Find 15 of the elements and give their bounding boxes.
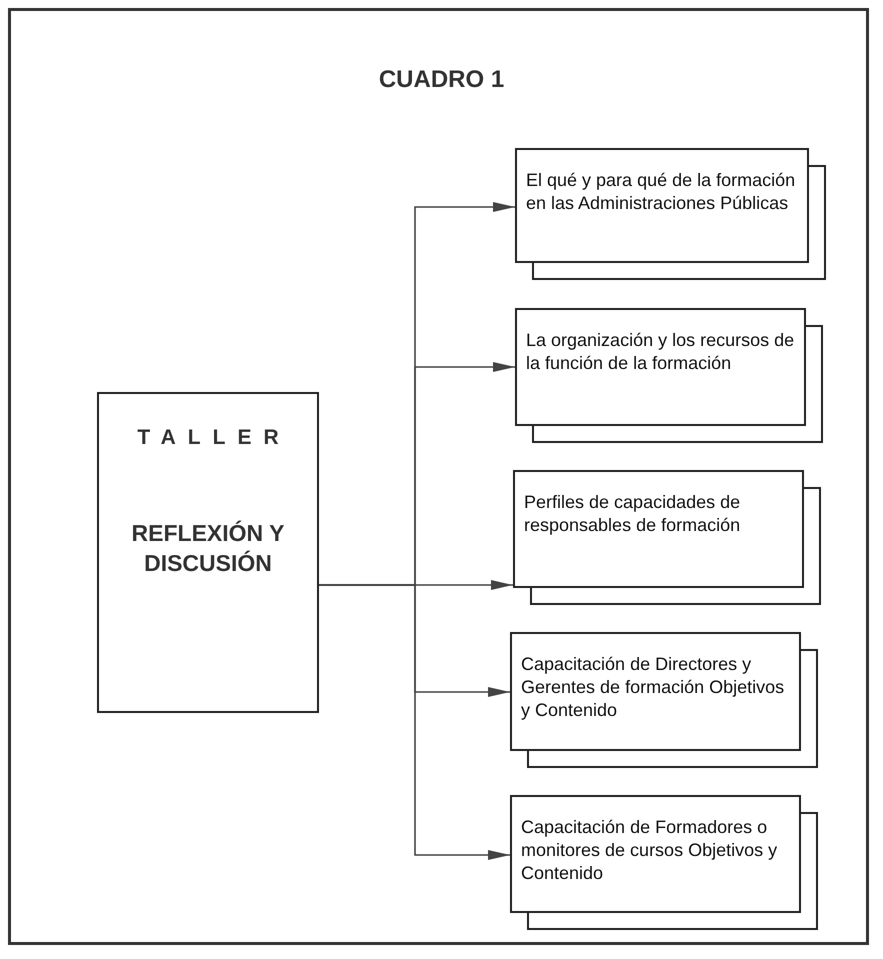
topic-text: Perfiles de capacidades de responsables de formación	[524, 491, 742, 537]
topic-box	[515, 148, 809, 263]
topic-text: La organización y los recursos de la función de la formación	[526, 329, 796, 375]
topic-text: Capacitación de Formadores o monitores de cursos Objetivos y Contenido	[521, 816, 778, 885]
topic-box	[510, 632, 801, 751]
box-subtitle: REFLEXIÓN Y DISCUSIÓN	[130, 519, 286, 578]
topic-text: Capacitación de Directores y Gerentes de formación Objetivos y Contenido	[521, 653, 786, 722]
workshop-box	[97, 392, 319, 713]
box-heading: TALLER	[137, 426, 291, 450]
topic-box	[515, 308, 806, 426]
diagram-title: CUADRO 1	[378, 66, 504, 93]
topic-text: El qué y para qué de la formación en las Administraciones Públicas	[526, 169, 796, 215]
topic-box	[513, 470, 804, 588]
topic-box	[510, 795, 801, 913]
arrow	[319, 584, 510, 860]
